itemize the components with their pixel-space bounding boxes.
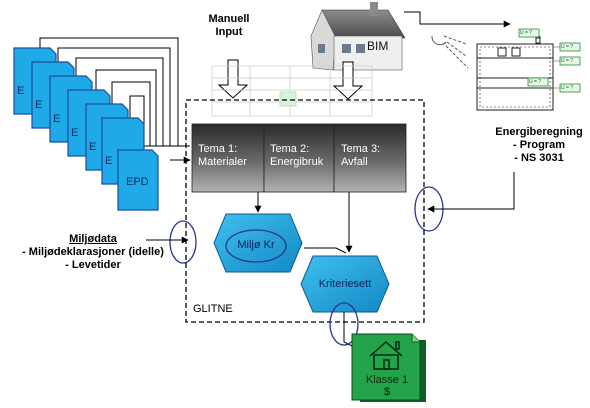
sun-radiation-icon (431, 35, 469, 69)
miljodata-block: Miljødata - Miljødeklarasjoner (idelle) … (18, 233, 168, 272)
epd-back-letter-3: E (53, 113, 61, 125)
u-tag-5: U = ? (561, 85, 574, 91)
faint-schematic-background (211, 65, 373, 117)
bim-label: BIM (367, 39, 389, 53)
epd-back-letter-4: E (71, 127, 79, 139)
theme-2-label: Tema 2: Energibruk (270, 143, 323, 169)
theme-1-title: Materialer (198, 156, 247, 168)
house-icon (369, 341, 403, 370)
output-class-label: Klasse 1 $ (356, 374, 418, 398)
miljo-kr-highlight (225, 229, 287, 263)
miljodata-title: Miljødata (69, 233, 117, 245)
u-tag-2: U = ? (561, 44, 574, 50)
energy-item-ns3031: - NS 3031 (514, 152, 564, 164)
theme-box-avfall (333, 123, 407, 193)
energy-item-program: - Program (513, 139, 565, 151)
epd-front-label: EPD (126, 176, 149, 188)
u-tag-1: U = ? (520, 30, 533, 36)
theme-box-materialer (191, 123, 265, 193)
miljodata-item-declarations: - Miljødeklarasjoner (idelle) (22, 246, 164, 258)
output-class-document (351, 333, 426, 402)
kriteriesett-label: Kriteriesett (318, 278, 372, 290)
output-class-symbol: $ (383, 386, 391, 398)
epd-document-stack (13, 47, 159, 211)
theme-3-number: Tema 3: (341, 143, 381, 155)
theme-3-title: Avfall (341, 156, 368, 168)
output-highlight (329, 302, 359, 346)
miljo-kr-label: Miljø Kr (237, 239, 275, 251)
energy-feedback-arrow (427, 172, 515, 213)
epd-back-letter-1: E (17, 85, 25, 97)
glitne-system-boundary (185, 99, 425, 323)
u-tag-4: U = ? (529, 79, 542, 85)
energy-calculation-block: Energiberegning - Program - NS 3031 (494, 126, 584, 165)
document-stack-connectors (39, 37, 190, 147)
theme-2-title: Energibruk (270, 156, 324, 168)
theme-1-label: Tema 1: Materialer (198, 143, 247, 169)
theme-box-energibruk (263, 123, 335, 193)
manual-input-label: Manuell Input (199, 13, 259, 39)
manual-input-line-1: Manuell (208, 13, 250, 25)
epd-document-front (117, 149, 159, 211)
u-value-tag-connectors (553, 46, 560, 89)
epd-back-letter-2: E (35, 99, 43, 111)
epd-back-letter-5: E (89, 141, 97, 153)
theme-2-number: Tema 2: (270, 143, 310, 155)
kriteriesett-hexagon (300, 255, 390, 313)
miljodata-input-highlight (169, 220, 197, 264)
miljodata-item-lifetimes: - Levetider (65, 259, 121, 271)
bim-house-icon (310, 2, 406, 71)
internal-connectors (254, 192, 353, 254)
theme-boxes (191, 123, 407, 193)
manual-input-line-2: Input (215, 26, 243, 38)
epd-back-letter-6: E (105, 155, 113, 167)
bim-to-energy-connector (404, 11, 511, 28)
output-class-text: Klasse 1 (365, 374, 409, 386)
building-section-drawing (476, 36, 554, 111)
manual-input-arrow (217, 59, 249, 99)
u-tag-3: U = ? (561, 58, 574, 64)
energy-title: Energiberegning (495, 126, 583, 138)
glitne-label: GLITNE (193, 303, 233, 315)
theme-1-number: Tema 1: (198, 143, 238, 155)
theme-3-label: Tema 3: Avfall (341, 143, 380, 169)
